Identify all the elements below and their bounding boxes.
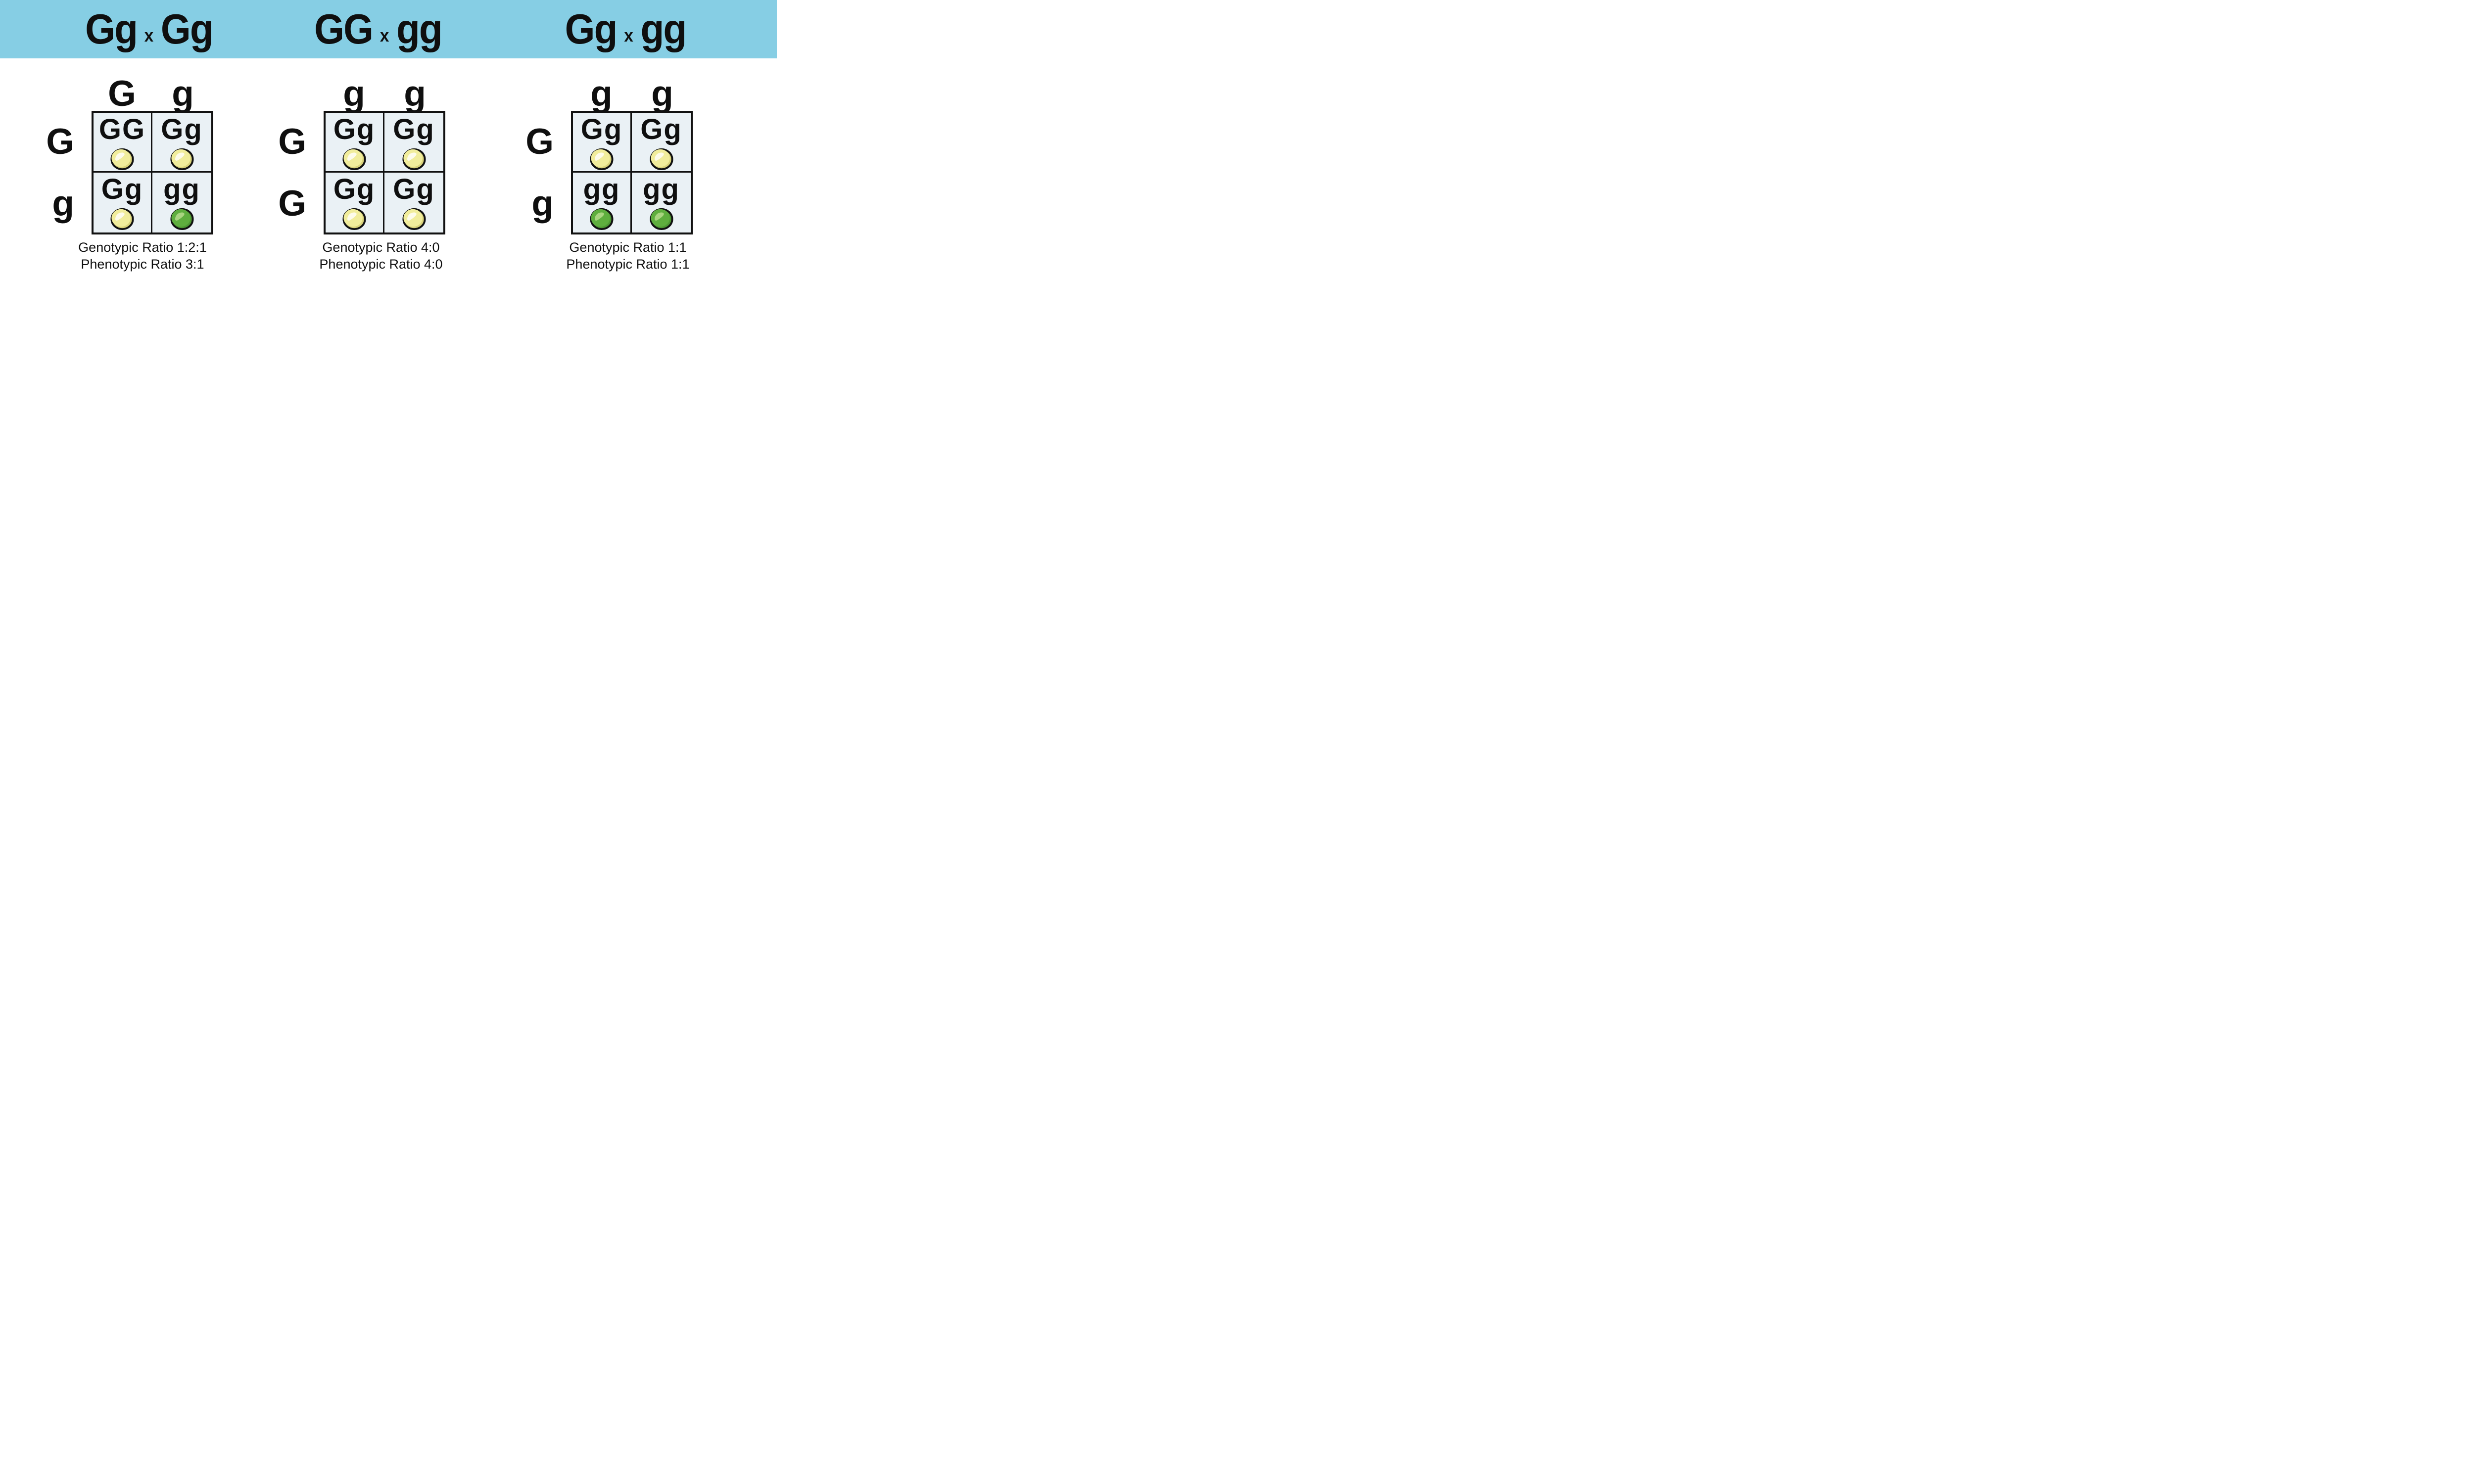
punnett-cell: Gg <box>384 173 443 232</box>
pea-icon <box>110 208 134 231</box>
parent1-genotype: GG <box>314 5 374 53</box>
row-header-label: G <box>278 122 306 162</box>
parent2-genotype: gg <box>640 5 687 53</box>
genotype-label: Gg <box>161 113 203 145</box>
parent1-genotype: Gg <box>85 5 138 53</box>
genotypic-ratio-text: Genotypic Ratio 4:0 <box>322 240 440 255</box>
punnett-cell: Gg <box>573 113 632 173</box>
col-header-label: g <box>651 74 673 114</box>
cross-title: Gg x gg <box>565 0 687 58</box>
punnett-cell: gg <box>632 173 691 232</box>
row-header-label: G <box>46 122 74 162</box>
parent2-genotype: Gg <box>160 5 214 53</box>
pea-icon <box>590 148 614 171</box>
punnett-cell: Gg <box>384 113 443 173</box>
phenotypic-ratio-text: Phenotypic Ratio 4:0 <box>319 257 443 272</box>
genotypic-ratio-text: Genotypic Ratio 1:2:1 <box>78 240 207 255</box>
row-headers: G G <box>272 111 306 234</box>
genotype-label: Gg <box>333 173 376 205</box>
punnett-cell: Gg <box>152 113 211 173</box>
multiplication-sign: x <box>624 25 633 46</box>
row-header-label: g <box>531 184 554 224</box>
punnett-cell: GG <box>94 113 152 173</box>
row-header-label: G <box>525 122 554 162</box>
genotypic-ratio-text: Genotypic Ratio 1:1 <box>569 240 687 255</box>
punnett-cell: Gg <box>94 173 152 232</box>
row-header-label: g <box>52 184 74 224</box>
pea-icon <box>110 148 134 171</box>
col-header-label: g <box>172 74 194 114</box>
row-header-label: G <box>278 184 306 224</box>
genotype-label: GG <box>98 113 146 145</box>
col-header-label: g <box>404 74 426 114</box>
genotype-label: Gg <box>393 173 435 205</box>
genotype-label: Gg <box>333 113 376 145</box>
genotype-label: gg <box>163 173 200 205</box>
genotype-label: Gg <box>101 173 143 205</box>
phenotypic-ratio-text: Phenotypic Ratio 3:1 <box>81 257 204 272</box>
punnett-square: Gg Gg Gg Gg <box>324 111 445 234</box>
multiplication-sign: x <box>144 25 154 46</box>
row-headers: G g <box>40 111 74 234</box>
punnett-cell: gg <box>573 173 632 232</box>
genotype-label: Gg <box>393 113 435 145</box>
punnett-cell: Gg <box>632 113 691 173</box>
punnett-cell: Gg <box>326 113 384 173</box>
genotype-label: Gg <box>580 113 623 145</box>
genotype-label: gg <box>643 173 680 205</box>
pea-icon <box>649 208 673 231</box>
cross-title: GG x gg <box>314 0 443 58</box>
cross-title: Gg x Gg <box>85 0 214 58</box>
ratio-caption: Genotypic Ratio 1:1 Phenotypic Ratio 1:1 <box>566 239 689 273</box>
ratio-caption: Genotypic Ratio 4:0 Phenotypic Ratio 4:0 <box>319 239 442 273</box>
pea-icon <box>342 148 366 171</box>
phenotypic-ratio-text: Phenotypic Ratio 1:1 <box>566 257 690 272</box>
col-header-label: G <box>108 74 136 114</box>
pea-icon <box>402 208 426 231</box>
header-band: Gg x Gg GG x gg Gg x gg <box>0 0 777 58</box>
column-headers: g g <box>324 72 445 112</box>
column-headers: g g <box>571 72 693 112</box>
pea-icon <box>402 148 426 171</box>
ratio-caption: Genotypic Ratio 1:2:1 Phenotypic Ratio 3… <box>78 239 207 273</box>
multiplication-sign: x <box>380 25 389 46</box>
punnett-square: Gg Gg gg gg <box>571 111 693 234</box>
pea-icon <box>649 148 673 171</box>
genotype-label: Gg <box>640 113 682 145</box>
punnett-cell: gg <box>152 173 211 232</box>
genotype-label: gg <box>583 173 620 205</box>
col-header-label: g <box>590 74 613 114</box>
pea-icon <box>170 208 194 231</box>
column-headers: G g <box>92 72 213 112</box>
pea-icon <box>590 208 614 231</box>
pea-icon <box>342 208 366 231</box>
punnett-cell: Gg <box>326 173 384 232</box>
col-header-label: g <box>343 74 365 114</box>
parent2-genotype: gg <box>396 5 443 53</box>
punnett-square: GG Gg Gg gg <box>92 111 213 234</box>
parent1-genotype: Gg <box>565 5 618 53</box>
pea-icon <box>170 148 194 171</box>
row-headers: G g <box>519 111 554 234</box>
